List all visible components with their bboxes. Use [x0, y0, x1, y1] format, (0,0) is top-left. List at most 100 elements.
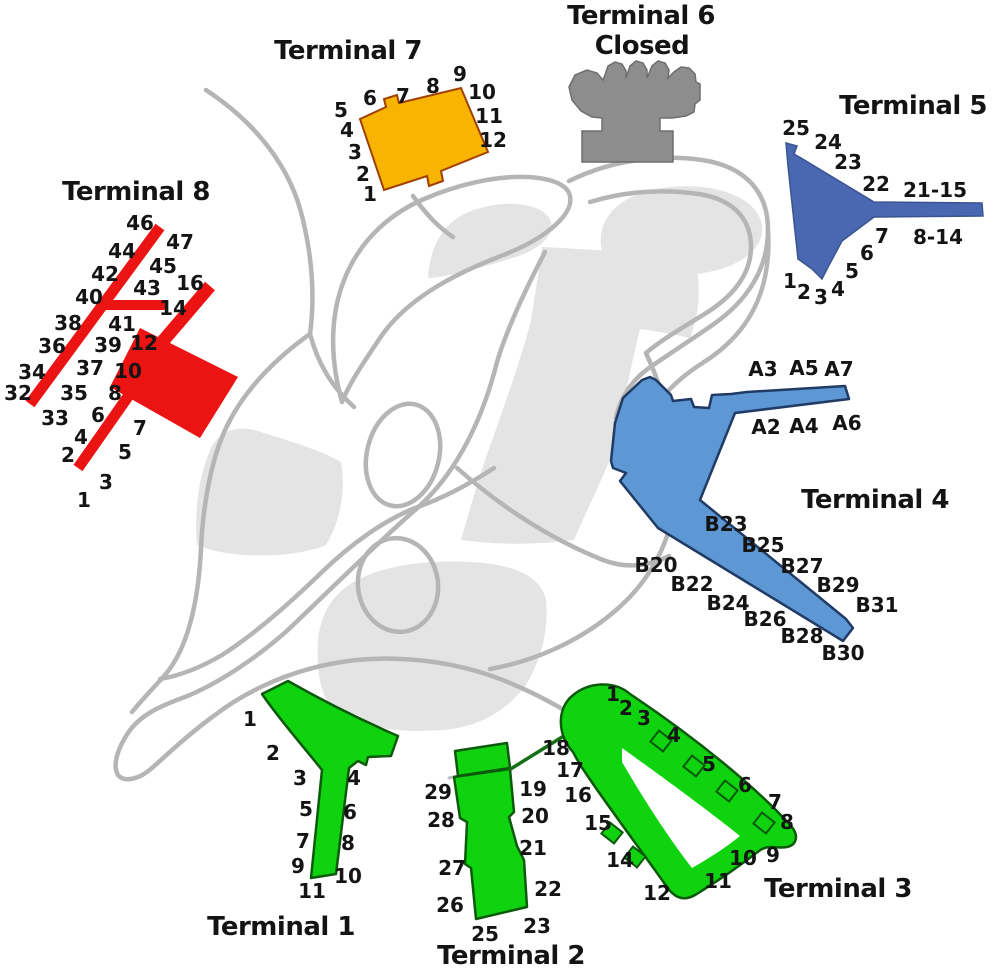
terminal-8-gate-10: 10: [114, 359, 142, 383]
terminal-7-gate-4: 4: [340, 118, 354, 142]
terminal-8-gate-33: 33: [41, 406, 69, 430]
terminal-4-gate-B22: B22: [670, 572, 714, 596]
terminal-8-gate-3: 3: [99, 470, 113, 494]
terminal-4-gate-A7: A7: [824, 357, 854, 381]
road-clover-upper-loop: [363, 401, 443, 509]
terminal-8-lower-pier: [73, 384, 139, 472]
terminal-7-gate-3: 3: [348, 140, 362, 164]
terminal-8-gate-38: 38: [54, 311, 82, 335]
terminal-8-gate-39: 39: [94, 333, 122, 357]
terminal-3-gate-3: 3: [637, 706, 651, 730]
road-terminal7-connector: [410, 193, 456, 240]
terminal-4-gate-B20: B20: [634, 553, 678, 577]
terminal-8-gate-6: 6: [91, 403, 105, 427]
terminal-8-gate-12: 12: [130, 331, 158, 355]
terminal-5-shape: [785, 141, 984, 281]
terminal-6-title: Terminal 6: [567, 1, 715, 31]
terminal-5-gate-1: 1: [783, 269, 797, 293]
road-west-branch: [129, 331, 313, 715]
infield-northwest: [428, 203, 552, 278]
terminal-1-gate-5: 5: [299, 797, 313, 821]
terminal-2-gate-19: 19: [519, 777, 547, 801]
terminal-1-gate-8: 8: [341, 831, 355, 855]
terminal-1-gate-2: 2: [266, 741, 280, 765]
terminal-4-gate-A2: A2: [751, 415, 781, 439]
terminal-8-gate-43: 43: [133, 276, 161, 300]
terminal-7-gate-9: 9: [453, 62, 467, 86]
terminal-5-gate-2: 2: [797, 280, 811, 304]
terminal-8-gate-41: 41: [108, 312, 136, 336]
terminal-3-gate-15: 15: [584, 811, 612, 835]
terminal-2-gate-23: 23: [523, 914, 551, 938]
terminal-7-shape: [358, 86, 490, 192]
terminal-8-gate-36: 36: [38, 334, 66, 358]
terminal-5-gate-5: 5: [845, 259, 859, 283]
terminal-4-title: Terminal 4: [801, 485, 949, 515]
terminal-5-gate-24: 24: [814, 130, 842, 154]
terminal-8-gate-7: 7: [133, 416, 147, 440]
terminal-1-gate-11: 11: [298, 879, 326, 903]
terminal-2-shape: [452, 741, 529, 921]
terminal-6-shape: [568, 60, 701, 163]
terminal-2-gate-27: 27: [438, 856, 466, 880]
terminal-1-gate-7: 7: [296, 829, 310, 853]
terminal-2-gate-29: 29: [424, 780, 452, 804]
terminal-1-gate-10: 10: [334, 864, 362, 888]
infield-areas: [196, 186, 763, 731]
terminal-2-gate-26: 26: [436, 893, 464, 917]
terminal-3-gate-8: 8: [780, 810, 794, 834]
terminal-8-gate-45: 45: [149, 254, 177, 278]
terminal-5-gate-3: 3: [814, 285, 828, 309]
terminal-1-gate-4: 4: [347, 766, 361, 790]
terminal-3-gate-17: 17: [556, 758, 584, 782]
infield-west: [196, 428, 343, 556]
terminal-4-gate-B27: B27: [780, 554, 824, 578]
terminal-7-gate-8: 8: [426, 74, 440, 98]
terminal-7-title: Terminal 7: [274, 36, 422, 66]
terminal-5-gate-7: 7: [875, 224, 889, 248]
road-northwest-entry: [203, 87, 357, 410]
terminal-4-shape: [609, 375, 855, 643]
terminal-8-gate-1: 1: [77, 488, 91, 512]
terminal-3-gate-11: 11: [704, 869, 732, 893]
terminal-4-gate-B31: B31: [855, 593, 899, 617]
terminal-3-gate-6: 6: [738, 773, 752, 797]
terminal-1-title: Terminal 1: [207, 912, 355, 942]
terminal-1-gate-9: 9: [291, 854, 305, 878]
road-teardrop-loop: [330, 174, 573, 405]
terminal-6-status: Closed: [594, 31, 690, 61]
terminal-4-gate-B24: B24: [706, 591, 750, 615]
terminal-4-gate-A6: A6: [832, 411, 862, 435]
terminal-2-gate-28: 28: [427, 808, 455, 832]
terminal-8-gate-40: 40: [75, 285, 103, 309]
terminal-3-gate-12: 12: [643, 881, 671, 905]
terminal-2-gate-22: 22: [534, 877, 562, 901]
terminal-7-gate-10: 10: [468, 80, 496, 104]
road-network: [113, 87, 771, 782]
terminal-2-title: Terminal 2: [437, 941, 585, 971]
terminal-1-gate-6: 6: [343, 800, 357, 824]
terminal-8-gate-44: 44: [108, 239, 136, 263]
terminal-7-gate-1: 1: [363, 182, 377, 206]
terminal-8-gate-4: 4: [74, 425, 88, 449]
terminal-2-gate-20: 20: [521, 804, 549, 828]
terminal-3-shape: [508, 683, 798, 900]
terminal-3-gate-9: 9: [766, 843, 780, 867]
terminal-5-gate-6: 6: [860, 241, 874, 265]
terminal-8-shape: [25, 223, 238, 472]
terminal-3-title: Terminal 3: [764, 874, 912, 904]
terminal-3-gate-14: 14: [606, 848, 634, 872]
terminal-8-main-block: [110, 328, 238, 438]
terminal-8-gate-46: 46: [126, 211, 154, 235]
terminal-3-inner-hole: [622, 748, 740, 868]
terminal-8-gate-32: 32: [4, 381, 32, 405]
terminal-7-gate-6: 6: [363, 86, 377, 110]
terminal-8-gate-42: 42: [91, 262, 119, 286]
terminal-7-gate-5: 5: [334, 98, 348, 122]
terminal-3-gate-5: 5: [702, 752, 716, 776]
terminal-5-gate-4: 4: [831, 277, 845, 301]
terminal-8-gate-5: 5: [118, 440, 132, 464]
terminal-4-gate-B30: B30: [821, 641, 865, 665]
